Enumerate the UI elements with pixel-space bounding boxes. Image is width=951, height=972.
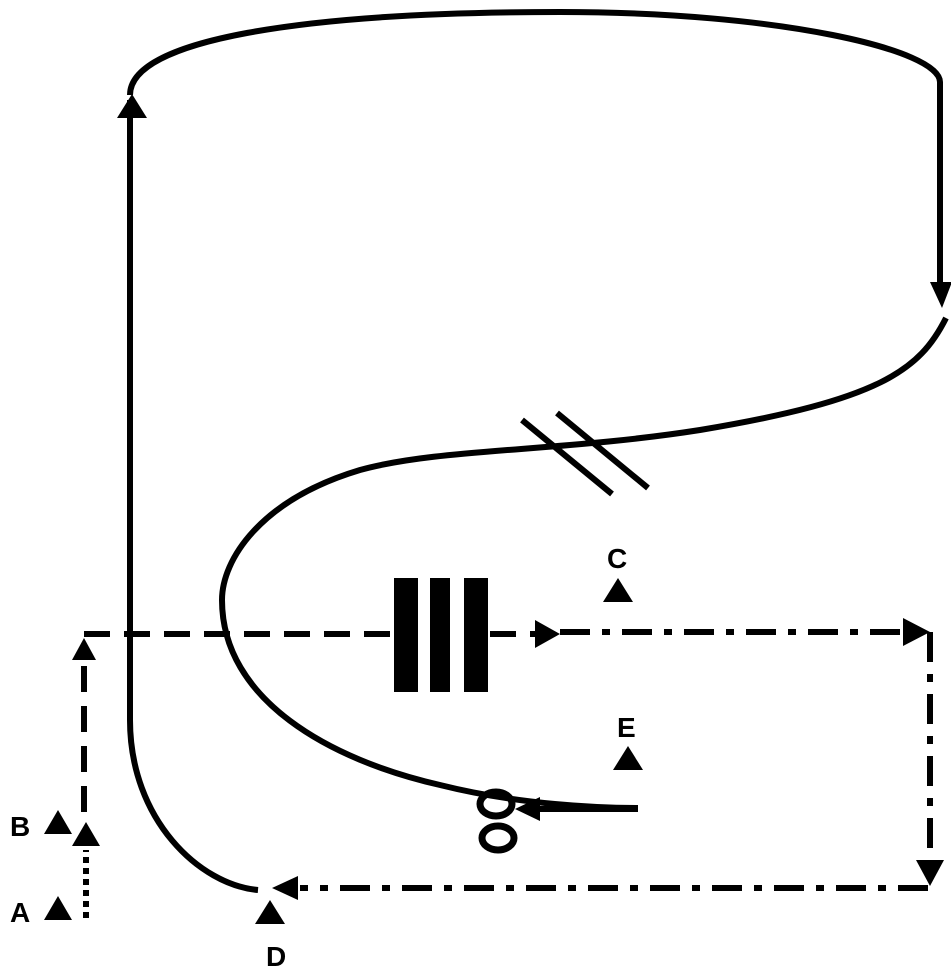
triangle-marker-b2	[72, 822, 100, 846]
arrow-up-left-dashed	[72, 638, 96, 660]
arrow-right-dashdot-top	[903, 618, 930, 646]
arrow-right-dashed	[535, 620, 560, 648]
point-label-c: C	[607, 543, 627, 574]
double-slash-mark	[520, 410, 650, 497]
arrow-up-top-left	[117, 94, 147, 118]
point-label-e: E	[617, 712, 636, 743]
scissors-icon	[476, 788, 638, 854]
triangle-marker-a	[44, 896, 72, 920]
dashed-path	[72, 620, 560, 812]
point-label-b: B	[10, 811, 30, 842]
triangle-marker-d	[255, 900, 285, 924]
solid-loop-path	[117, 9, 951, 893]
arrow-down-dashdot-right	[916, 860, 944, 886]
triple-bars-marker	[394, 578, 488, 692]
triangle-marker-c	[603, 578, 633, 602]
point-label-d: D	[266, 941, 286, 972]
triangle-marker-b1	[44, 810, 72, 834]
triangle-marker-e	[613, 746, 643, 770]
point-label-a: A	[10, 897, 30, 928]
dash-dot-path	[272, 618, 944, 900]
arrow-left-dashdot-bottom	[272, 876, 298, 900]
arrow-down-right	[930, 282, 951, 308]
